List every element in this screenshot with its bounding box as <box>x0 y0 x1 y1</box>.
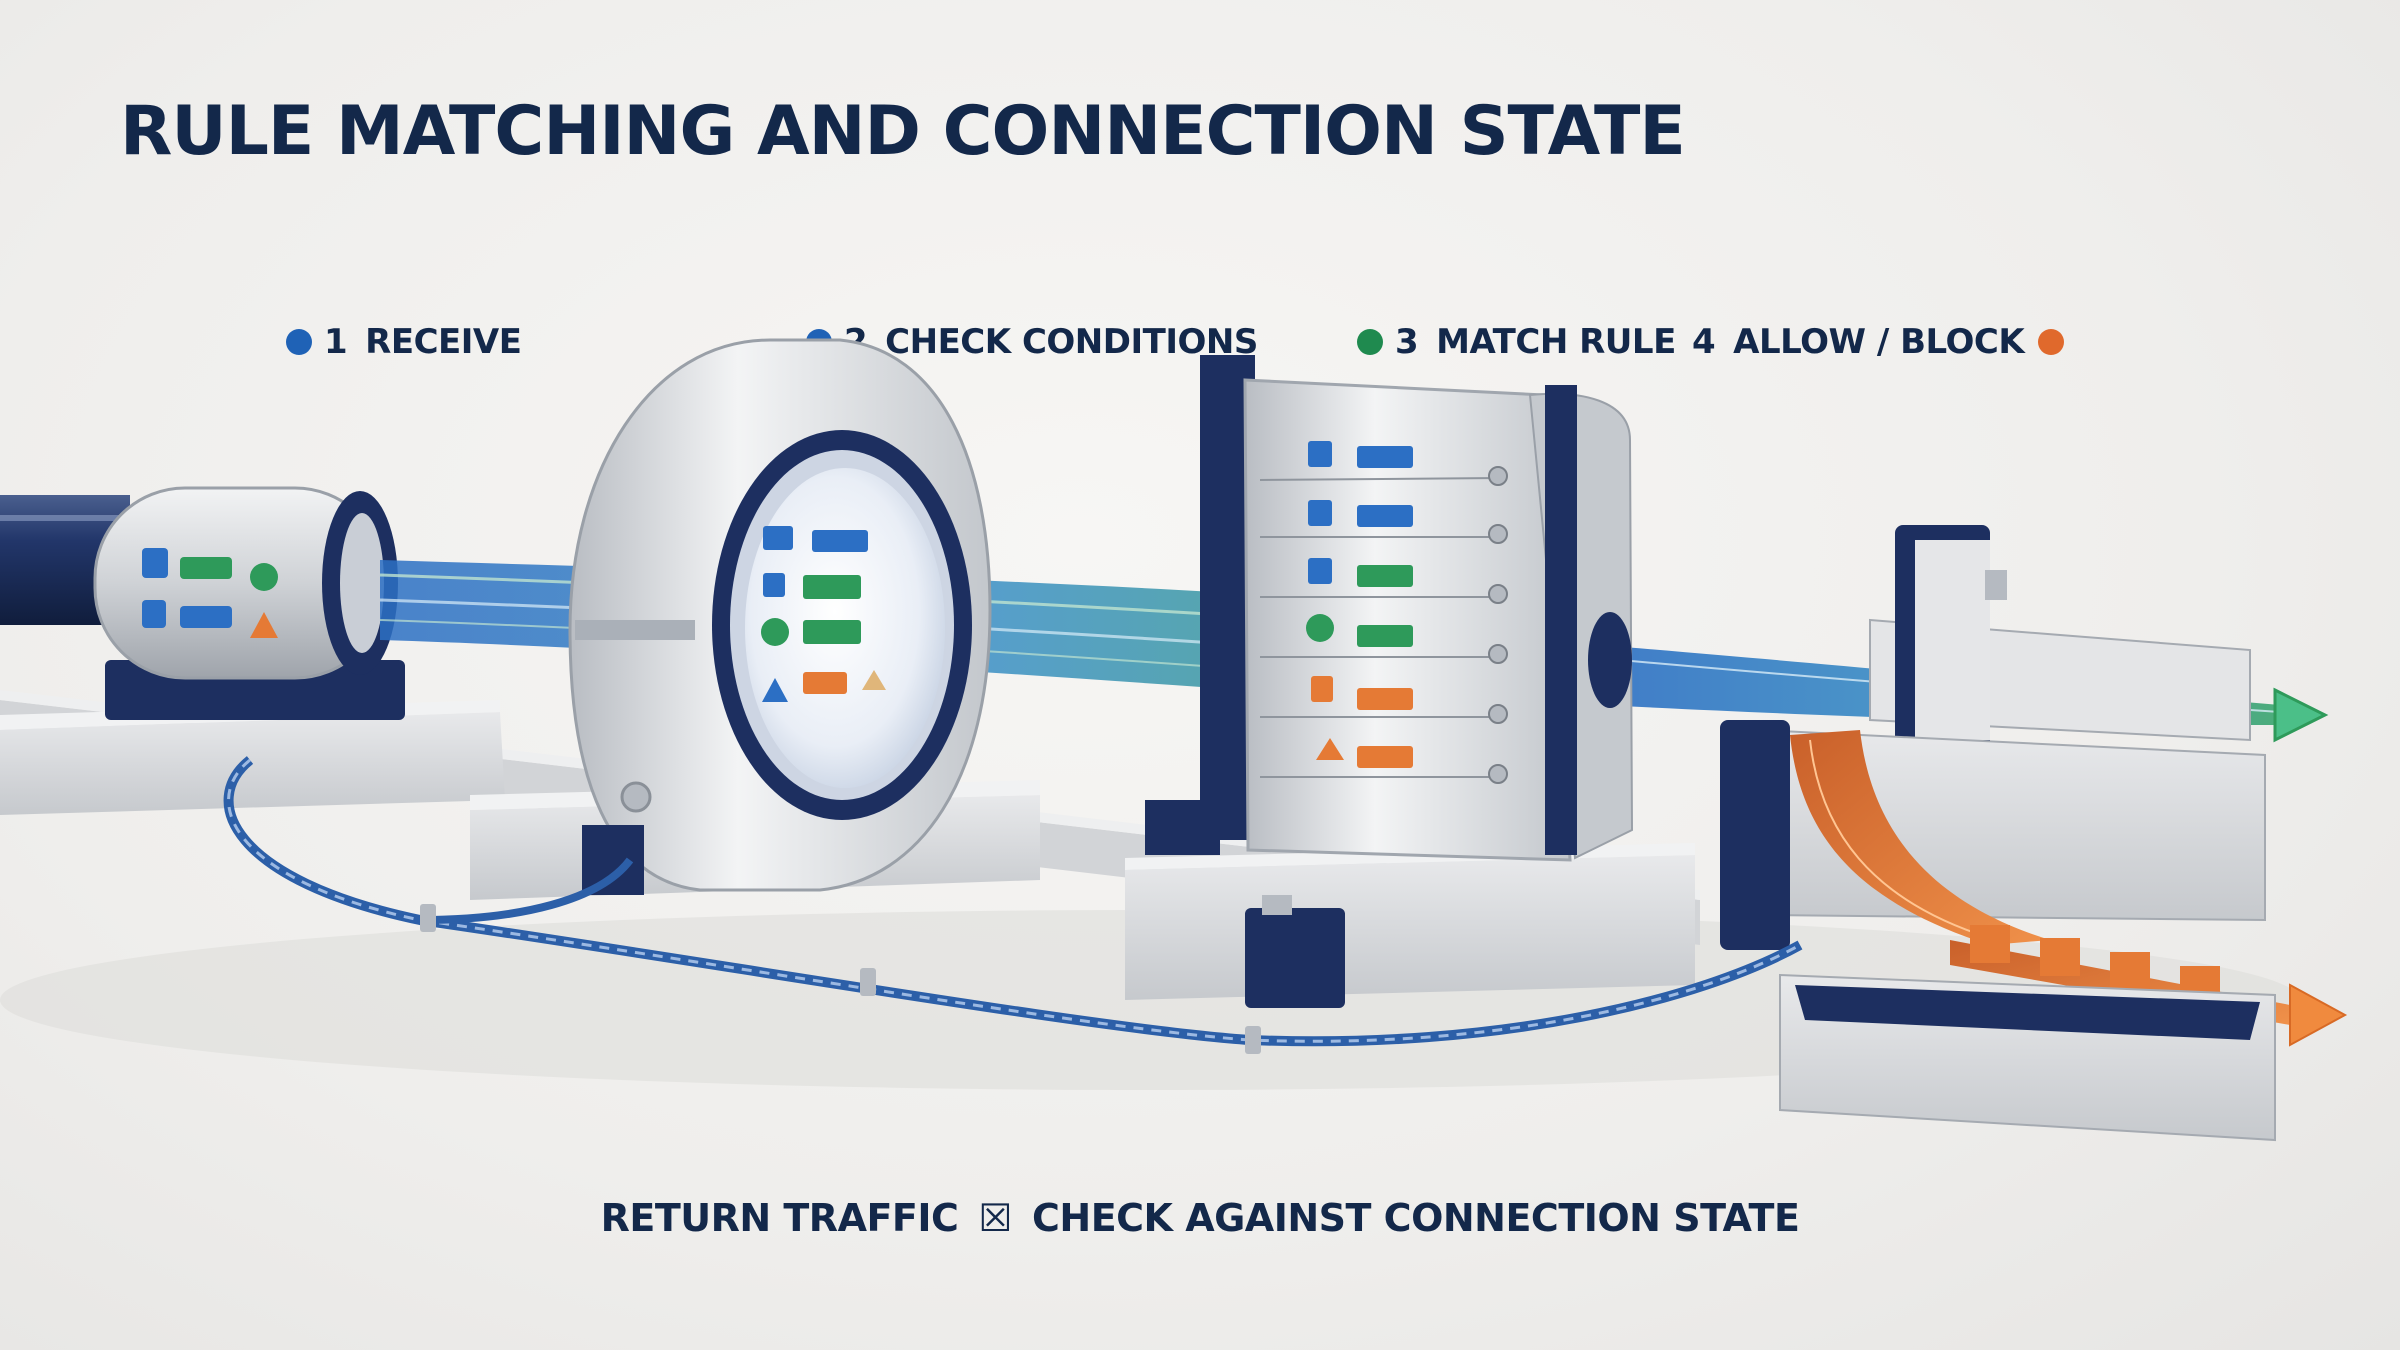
step-3-label: MATCH RULE <box>1436 322 1676 362</box>
footer-separator-icon: ☒ <box>978 1196 1012 1240</box>
step-3-number: 3 <box>1395 322 1419 362</box>
step-1-label: RECEIVE <box>365 322 522 362</box>
blocked-traffic-bundle <box>1790 730 2050 945</box>
allow-block-unit <box>1720 525 2348 1142</box>
step-2-label: CHECK CONDITIONS <box>885 322 1258 362</box>
floor-shadow <box>0 910 2300 1090</box>
step-3-match-rule: 3 MATCH RULE <box>1357 318 1676 366</box>
footer-return-traffic: RETURN TRAFFIC <box>600 1196 959 1240</box>
step-4-number: 4 <box>1692 322 1716 362</box>
footer-check-connection-state: CHECK AGAINST CONNECTION STATE <box>1032 1196 1800 1240</box>
step-4-label: ALLOW / BLOCK <box>1733 322 2025 362</box>
allow-arrow-head <box>2273 687 2329 743</box>
return-traffic-cable <box>223 756 1803 1054</box>
diagram-title: RULE MATCHING AND CONNECTION STATE <box>120 92 1686 171</box>
condition-check-ring <box>470 338 1040 900</box>
block-arrow-head <box>2289 983 2348 1047</box>
step-4-dot <box>2038 329 2065 355</box>
step-4-allow-block: 4 ALLOW / BLOCK <box>1692 318 2065 366</box>
rule-panel <box>1125 355 1695 1008</box>
footer-caption: RETURN TRAFFIC ☒ CHECK AGAINST CONNECTION … <box>0 1196 2400 1240</box>
step-3-dot <box>1357 329 1383 355</box>
step-1-number: 1 <box>324 322 348 362</box>
receiver-unit <box>0 486 505 815</box>
rule-rows <box>1259 441 1508 784</box>
step-1-receive: 1 RECEIVE <box>286 318 522 366</box>
step-1-dot <box>286 329 312 355</box>
